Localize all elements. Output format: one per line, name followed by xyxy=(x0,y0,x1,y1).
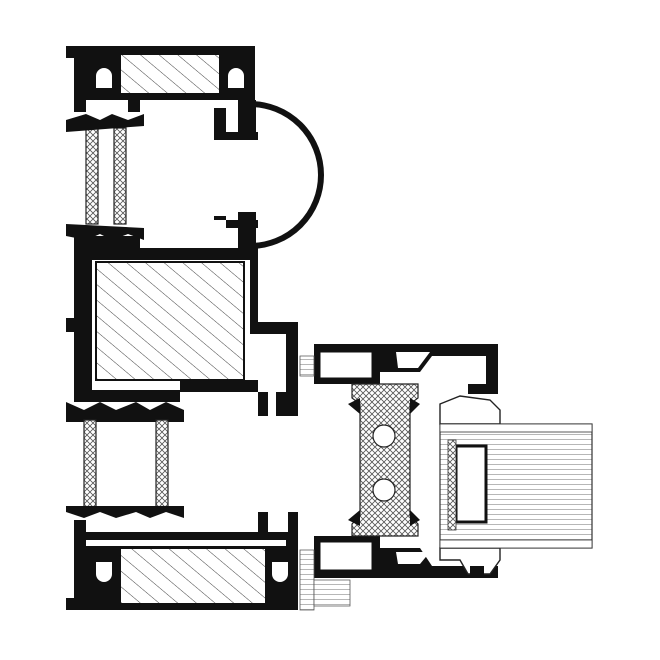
middle-reinforcement xyxy=(66,236,298,416)
round-gasket-bulge xyxy=(238,100,324,249)
thermal-break-upper xyxy=(66,114,144,240)
sash-profile xyxy=(314,344,498,578)
sash-thermal-break xyxy=(299,355,420,611)
glazing-unit xyxy=(439,395,593,576)
thermal-break-lower xyxy=(66,402,184,518)
top-reinforcement xyxy=(119,53,221,95)
lower-frame-profile xyxy=(66,512,298,610)
